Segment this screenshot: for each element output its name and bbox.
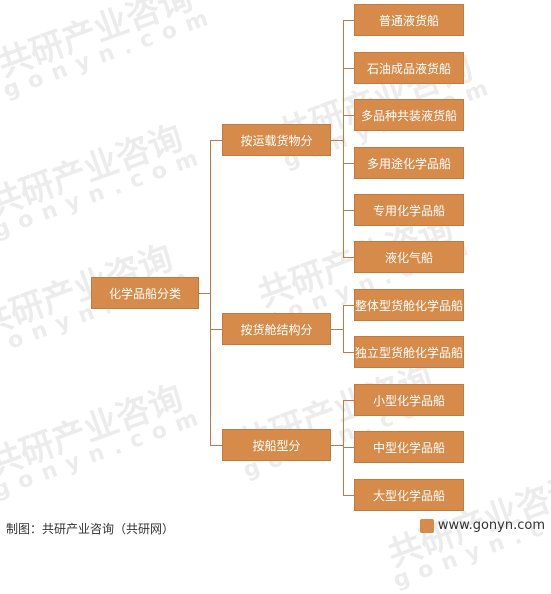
leaf-node: 中型化学品船 bbox=[354, 431, 464, 463]
connector-line bbox=[199, 293, 210, 294]
watermark-text: gonyn.com bbox=[0, 142, 211, 244]
connector-line bbox=[210, 445, 222, 446]
connector-line bbox=[343, 20, 354, 21]
watermark-text: 共研产业咨询 bbox=[0, 117, 189, 226]
connector-line bbox=[343, 115, 354, 116]
connector-line bbox=[343, 20, 344, 258]
leaf-node: 多用途化学品船 bbox=[354, 147, 464, 179]
gonyn-logo-icon bbox=[419, 518, 434, 533]
connector-line bbox=[343, 305, 344, 353]
leaf-node: 专用化学品船 bbox=[354, 194, 464, 226]
site-url: www.gonyn.com bbox=[437, 518, 545, 533]
connector-line bbox=[343, 400, 344, 496]
connector-line bbox=[343, 352, 354, 353]
leaf-node: 液化气船 bbox=[354, 241, 464, 273]
leaf-node: 独立型货舱化学品船 bbox=[354, 336, 464, 368]
branch-node-ship-type: 按船型分 bbox=[222, 429, 331, 461]
connector-line bbox=[210, 329, 222, 330]
connector-line bbox=[343, 305, 354, 306]
watermark-text: 共研产业咨询 bbox=[0, 377, 189, 486]
source-caption: 制图：共研产业咨询（共研网） bbox=[6, 522, 175, 536]
connector-line bbox=[343, 495, 354, 496]
leaf-node: 石油成品液货船 bbox=[354, 52, 464, 84]
branch-node-cargo: 按运载货物分 bbox=[222, 124, 331, 156]
connector-line bbox=[210, 140, 211, 446]
branch-node-hold-structure: 按货舱结构分 bbox=[222, 313, 331, 345]
watermark-text: 共研产业咨询 bbox=[0, 0, 199, 86]
site-caption: www.gonyn.com bbox=[419, 518, 545, 533]
watermark-text: gonyn.com bbox=[0, 2, 221, 104]
connector-line bbox=[343, 163, 354, 164]
root-node: 化学品船分类 bbox=[91, 277, 199, 309]
connector-line bbox=[343, 68, 354, 69]
connector-line bbox=[343, 447, 354, 448]
leaf-node: 整体型货舱化学品船 bbox=[354, 289, 464, 321]
connector-line bbox=[331, 445, 343, 446]
leaf-node: 小型化学品船 bbox=[354, 384, 464, 416]
leaf-node: 普通液货船 bbox=[354, 4, 464, 36]
connector-line bbox=[210, 140, 222, 141]
watermark-text: gonyn.com bbox=[0, 402, 211, 504]
leaf-node: 多品种共装液货船 bbox=[354, 99, 464, 131]
connector-line bbox=[343, 400, 354, 401]
connector-line bbox=[343, 257, 354, 258]
connector-line bbox=[331, 140, 343, 141]
connector-line bbox=[343, 210, 354, 211]
connector-line bbox=[331, 329, 343, 330]
leaf-node: 大型化学品船 bbox=[354, 479, 464, 511]
